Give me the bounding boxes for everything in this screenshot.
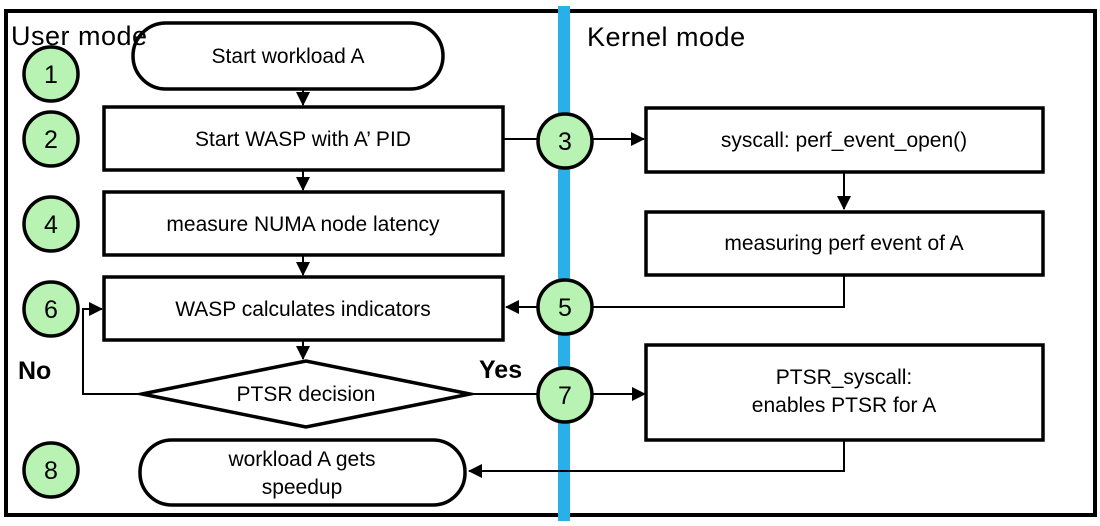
step-number-7: 7 <box>558 382 572 410</box>
arrow-decision-no-loop <box>82 302 142 395</box>
step-number-5: 5 <box>558 294 572 322</box>
branch-label-no: No <box>18 357 51 385</box>
label-ptsr-decision: PTSR decision <box>237 383 376 406</box>
kernel-mode-label: Kernel mode <box>587 22 746 52</box>
node-start-workload <box>131 21 445 91</box>
mode-divider-line <box>558 6 570 521</box>
step-circle-4 <box>22 195 80 253</box>
label-workload-speedup-line2: speedup <box>262 476 343 499</box>
arrow-measuring-to-calculates-step5 <box>505 275 845 314</box>
node-ptsr-decision <box>133 359 479 429</box>
label-start-workload: Start workload A <box>212 45 365 68</box>
label-measure-numa: measure NUMA node latency <box>166 213 440 236</box>
step-circle-2 <box>22 110 80 168</box>
step-circle-1 <box>22 45 80 103</box>
step-circle-7 <box>536 366 594 424</box>
node-measuring-perf <box>644 210 1045 277</box>
node-wasp-calculates <box>102 275 505 342</box>
label-syscall-perf: syscall: perf_event_open() <box>721 129 967 152</box>
label-start-wasp: Start WASP with A’ PID <box>195 128 411 151</box>
label-ptsr-syscall-line1: PTSR_syscall: <box>776 366 913 389</box>
node-workload-speedup <box>138 438 467 507</box>
branch-label-yes: Yes <box>479 356 522 384</box>
step-circles <box>22 45 594 499</box>
step-number-3: 3 <box>558 128 572 156</box>
user-mode-label: User mode <box>11 21 148 51</box>
step-circle-3 <box>536 112 594 170</box>
step-number-6: 6 <box>44 296 58 324</box>
node-syscall-perf <box>644 106 1045 174</box>
step-circle-8 <box>22 441 80 499</box>
arrow-ptsr-to-speedup <box>468 440 845 478</box>
step-number-8: 8 <box>44 457 58 485</box>
step-number-1: 1 <box>44 61 58 89</box>
step-circle-6 <box>22 280 80 338</box>
connectors <box>82 89 851 478</box>
label-ptsr-syscall-line2: enables PTSR for A <box>752 394 936 417</box>
step-number-2: 2 <box>44 126 58 154</box>
label-workload-speedup-line1: workload A gets <box>227 448 375 471</box>
label-wasp-calculates: WASP calculates indicators <box>175 298 431 321</box>
label-measuring-perf: measuring perf event of A <box>724 232 963 255</box>
step-circle-5 <box>536 278 594 336</box>
node-start-wasp <box>102 105 505 172</box>
node-measure-numa <box>102 190 505 257</box>
node-ptsr-syscall <box>644 343 1045 442</box>
step-number-4: 4 <box>44 211 58 239</box>
